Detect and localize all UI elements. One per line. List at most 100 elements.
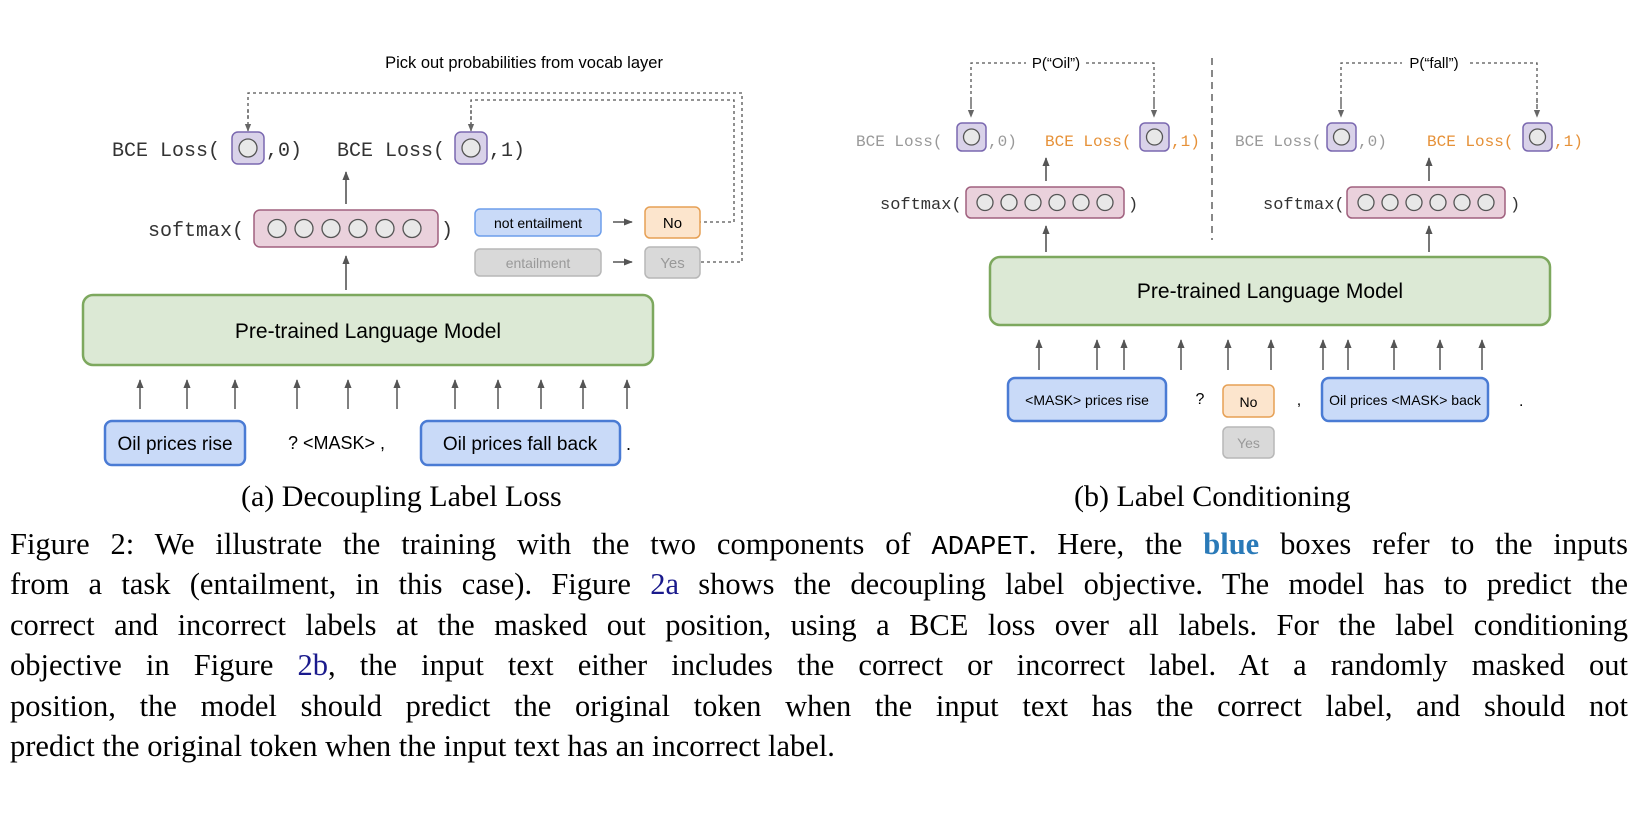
softmax-close: ) — [441, 220, 453, 243]
label-not-entailment: not entailment — [494, 215, 582, 231]
b-right-softmax-close: ) — [1510, 196, 1520, 215]
b-left-prob-node-0 — [962, 128, 981, 146]
b-input-hypothesis: Oil prices <MASK> back — [1329, 392, 1482, 408]
token-no-box — [644, 206, 701, 239]
softmax-node — [348, 218, 368, 239]
b-language-model-box — [988, 255, 1552, 327]
b-question-mark: ? — [1196, 391, 1205, 408]
caption-line: predict the original token when the inpu… — [10, 726, 1628, 766]
b-input-premise: <MASK> prices rise — [1025, 392, 1149, 408]
method-name: ADAPET — [931, 533, 1029, 563]
b-right-bce0-suffix: ,0) — [1358, 133, 1387, 151]
caption-text: from a task (entailment, in this case). … — [10, 567, 651, 602]
softmax-node — [1000, 193, 1018, 212]
prob-node-left — [238, 138, 258, 158]
language-model-label: Pre-trained Language Model — [235, 320, 501, 343]
softmax-node — [294, 218, 314, 239]
b-left-prob-node-1 — [1145, 128, 1164, 146]
token-no: No — [663, 215, 682, 232]
b-right-bce0-prefix: BCE Loss( — [1235, 133, 1321, 151]
b-comma: , — [1297, 392, 1301, 409]
caption-line: Figure 2: We illustrate the training wit… — [10, 524, 1628, 564]
input-premise-box — [103, 419, 247, 467]
softmax-node — [1405, 193, 1423, 212]
prob-node-right — [461, 138, 481, 158]
softmax-node — [1357, 193, 1375, 212]
caption-text: predict the original token when the inpu… — [10, 728, 835, 763]
b-label-no: No — [1240, 394, 1258, 410]
figure-ref-link[interactable]: 2b — [297, 648, 328, 683]
language-model-box — [81, 293, 655, 367]
p-oil-dashed — [970, 62, 1155, 106]
caption-line: objective in Figure 2b, the input text e… — [10, 645, 1628, 685]
b-right-softmax-label: softmax( — [1263, 196, 1345, 215]
b-label-yes: Yes — [1237, 435, 1260, 451]
subcaption-a: (a) Decoupling Label Loss — [241, 480, 562, 513]
softmax-node — [976, 193, 994, 212]
caption-text: Figure 2: We illustrate the training wit… — [10, 527, 932, 561]
figure-caption: Figure 2: We illustrate the training wit… — [10, 524, 1628, 766]
p-fall-header: P(“fall”) — [1409, 55, 1458, 72]
softmax-node — [1453, 193, 1471, 212]
softmax-node — [321, 218, 341, 239]
blue-highlight: blue — [1203, 527, 1260, 561]
caption-text: , the input text either includes the cor… — [327, 648, 1629, 683]
p-oil-header: P(“Oil”) — [1032, 55, 1080, 72]
b-left-softmax-nodes — [976, 193, 1114, 212]
b-period: . — [1519, 393, 1523, 410]
b-left-bce1-suffix: ,1) — [1171, 133, 1200, 151]
softmax-node — [1024, 193, 1042, 212]
dashed-line-yes — [247, 92, 743, 263]
figure-ref-link[interactable]: 2a — [650, 567, 680, 602]
caption-line: from a task (entailment, in this case). … — [10, 564, 1628, 604]
b-left-bce0-prefix: BCE Loss( — [856, 133, 942, 151]
bce-loss-left-suffix: ,0) — [266, 140, 302, 163]
token-yes-box — [644, 246, 701, 279]
softmax-node — [1381, 193, 1399, 212]
softmax-nodes — [267, 218, 422, 239]
softmax-node — [375, 218, 395, 239]
p-fall-dashed — [1340, 62, 1538, 106]
input-hypothesis-box — [419, 419, 622, 467]
bce-loss-right-prefix: BCE Loss( — [337, 140, 445, 163]
b-left-softmax-label: softmax( — [880, 196, 962, 215]
softmax-label: softmax( — [148, 220, 244, 243]
b-right-bce1-suffix: ,1) — [1554, 133, 1583, 151]
label-entailment: entailment — [506, 255, 571, 271]
subcaption-b: (b) Label Conditioning — [1074, 480, 1351, 513]
caption-text: . Here, the — [1028, 527, 1204, 561]
label-entailment-box — [474, 248, 602, 277]
caption-text: objective in Figure — [10, 648, 298, 683]
caption-text: shows the decoupling label objective. Th… — [679, 567, 1628, 602]
caption-line: correct and incorrect labels at the mask… — [10, 605, 1628, 645]
b-right-bce1-prefix: BCE Loss( — [1427, 133, 1513, 151]
b-right-prob-node-1 — [1528, 128, 1547, 146]
softmax-node — [1096, 193, 1114, 212]
caption-line: position, the model should predict the o… — [10, 686, 1628, 726]
dashed-routing-lines — [247, 92, 743, 263]
caption-text: correct and incorrect labels at the mask… — [10, 607, 1628, 642]
caption-text: position, the model should predict the o… — [10, 688, 1628, 723]
softmax-vector — [253, 209, 439, 248]
vocab-layer-header: Pick out probabilities from vocab layer — [385, 54, 663, 72]
input-hypothesis: Oil prices fall back — [443, 434, 598, 455]
softmax-node — [1072, 193, 1090, 212]
b-label-yes-box — [1222, 426, 1275, 459]
b-right-softmax-nodes — [1357, 193, 1495, 212]
b-right-prob-node-0 — [1332, 128, 1351, 146]
softmax-node — [1477, 193, 1495, 212]
bce-loss-left-prefix: BCE Loss( — [112, 140, 220, 163]
dashed-line-no — [470, 99, 735, 223]
input-arrows — [136, 379, 631, 409]
softmax-node — [1429, 193, 1447, 212]
softmax-node — [1048, 193, 1066, 212]
softmax-node — [402, 218, 422, 239]
panel-b: P(“Oil”) BCE Loss( ,0) BCE Loss( ,1) P(“… — [856, 55, 1583, 459]
label-not-entailment-box — [474, 208, 602, 237]
b-input-hypothesis-box — [1320, 376, 1490, 423]
b-left-bce1-prefix: BCE Loss( — [1045, 133, 1131, 151]
b-language-model-label: Pre-trained Language Model — [1137, 280, 1403, 303]
b-left-softmax-close: ) — [1128, 196, 1138, 215]
panel-a: Pick out probabilities from vocab layer … — [81, 54, 743, 467]
